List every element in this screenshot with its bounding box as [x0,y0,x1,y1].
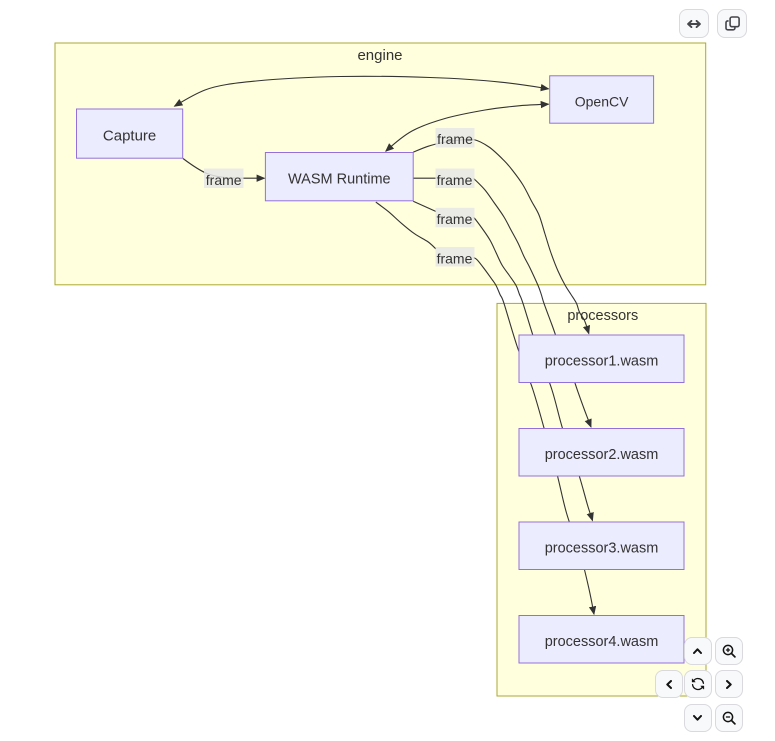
svg-text:frame: frame [437,250,473,266]
svg-text:processor3.wasm: processor3.wasm [545,541,659,557]
svg-text:processor1.wasm: processor1.wasm [545,354,659,370]
svg-text:processors: processors [567,308,638,324]
svg-text:OpenCV: OpenCV [575,93,629,109]
svg-text:frame: frame [437,172,473,188]
svg-text:frame: frame [206,172,242,188]
svg-text:WASM Runtime: WASM Runtime [288,171,391,187]
svg-text:processor4.wasm: processor4.wasm [545,634,659,650]
svg-text:frame: frame [437,131,473,147]
svg-text:processor2.wasm: processor2.wasm [545,447,659,463]
svg-text:engine: engine [357,47,402,64]
svg-text:Capture: Capture [103,127,156,144]
svg-text:frame: frame [437,211,473,227]
